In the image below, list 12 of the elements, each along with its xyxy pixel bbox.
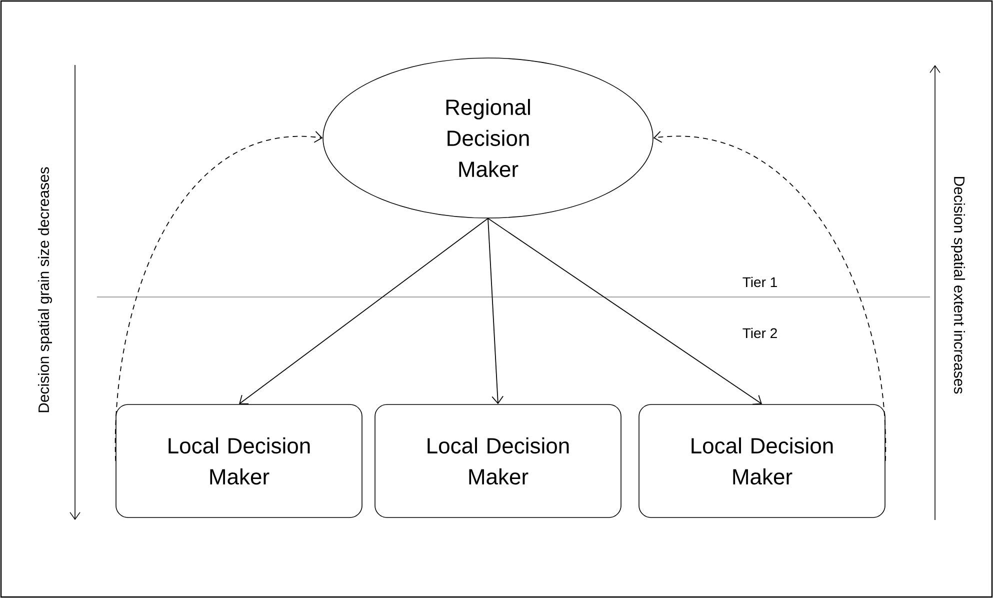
arrow <box>239 218 488 404</box>
curved-arrow <box>653 131 886 462</box>
tier-label: Tier 1 <box>742 276 777 288</box>
axis-label: Decision spatial grain size decreases <box>38 167 52 412</box>
decision-box: Local Decision Maker <box>374 404 622 518</box>
tier-label: Tier 2 <box>742 328 777 338</box>
arrow <box>488 218 504 404</box>
arrow <box>488 218 762 405</box>
curved-arrow <box>115 131 323 462</box>
decision-box: Local Decision Maker <box>638 404 886 518</box>
decision-box: Local Decision Maker <box>116 404 362 518</box>
axis-label: Decision spatial extent increases <box>951 177 965 394</box>
